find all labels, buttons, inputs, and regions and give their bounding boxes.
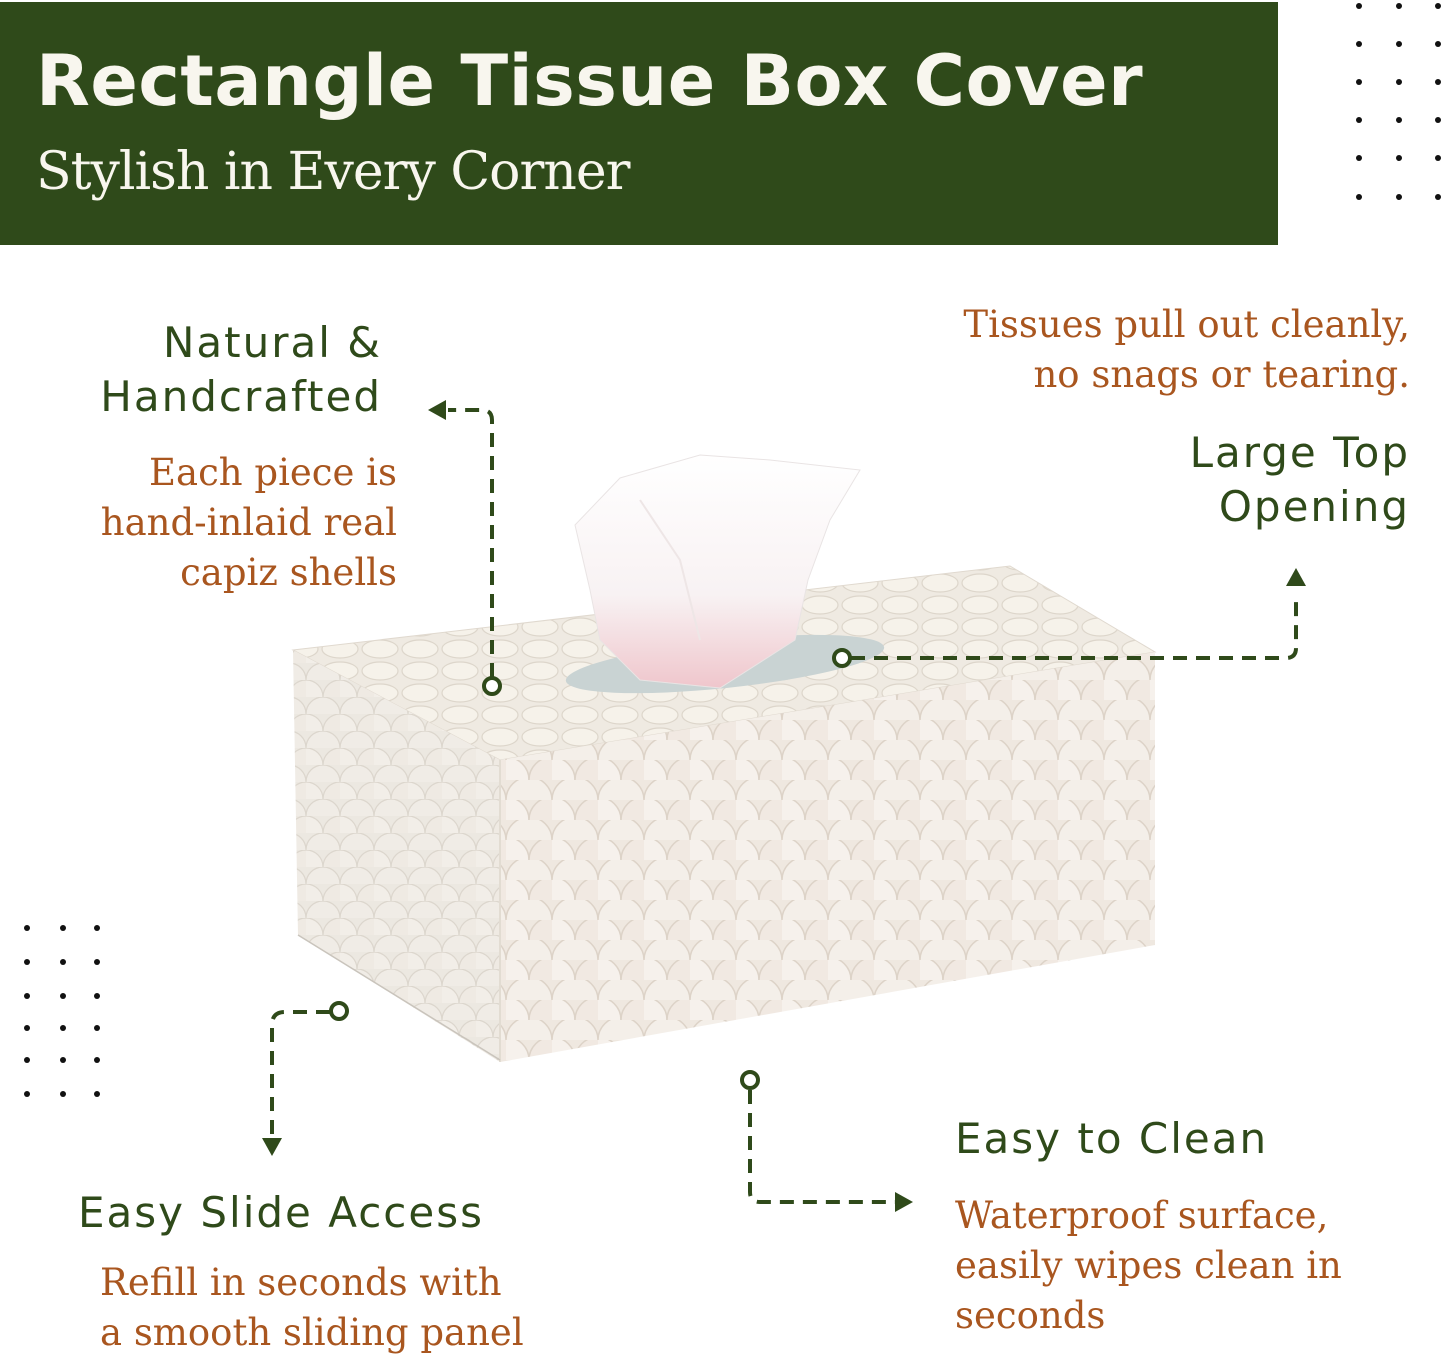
feature-heading: Natural & Handcrafted bbox=[100, 318, 382, 421]
feature-description: Each piece is hand-inlaid real capiz she… bbox=[100, 451, 397, 594]
arrow-right-icon bbox=[895, 1192, 913, 1212]
connector-dot-icon bbox=[329, 1001, 349, 1021]
page-title: Rectangle Tissue Box Cover bbox=[36, 40, 1144, 122]
feature-description: Waterproof surface, easily wipes clean i… bbox=[955, 1194, 1342, 1337]
feature-description: Tissues pull out cleanly, no snags or te… bbox=[963, 303, 1410, 396]
title-banner: Rectangle Tissue Box Cover Stylish in Ev… bbox=[0, 2, 1278, 245]
feature-heading: Large Top Opening bbox=[1189, 428, 1410, 531]
connector-dot-icon bbox=[482, 676, 502, 696]
arrow-up-icon bbox=[1286, 568, 1306, 586]
feature-description: Refill in seconds with a smooth sliding … bbox=[100, 1261, 524, 1354]
connector-dot-icon bbox=[832, 648, 852, 668]
feature-heading: Easy Slide Access bbox=[78, 1188, 484, 1237]
connector-dot-icon bbox=[740, 1070, 760, 1090]
page-subtitle: Stylish in Every Corner bbox=[36, 142, 630, 202]
arrow-left-icon bbox=[428, 400, 446, 420]
arrow-down-icon bbox=[262, 1138, 282, 1156]
feature-heading: Easy to Clean bbox=[955, 1114, 1269, 1163]
